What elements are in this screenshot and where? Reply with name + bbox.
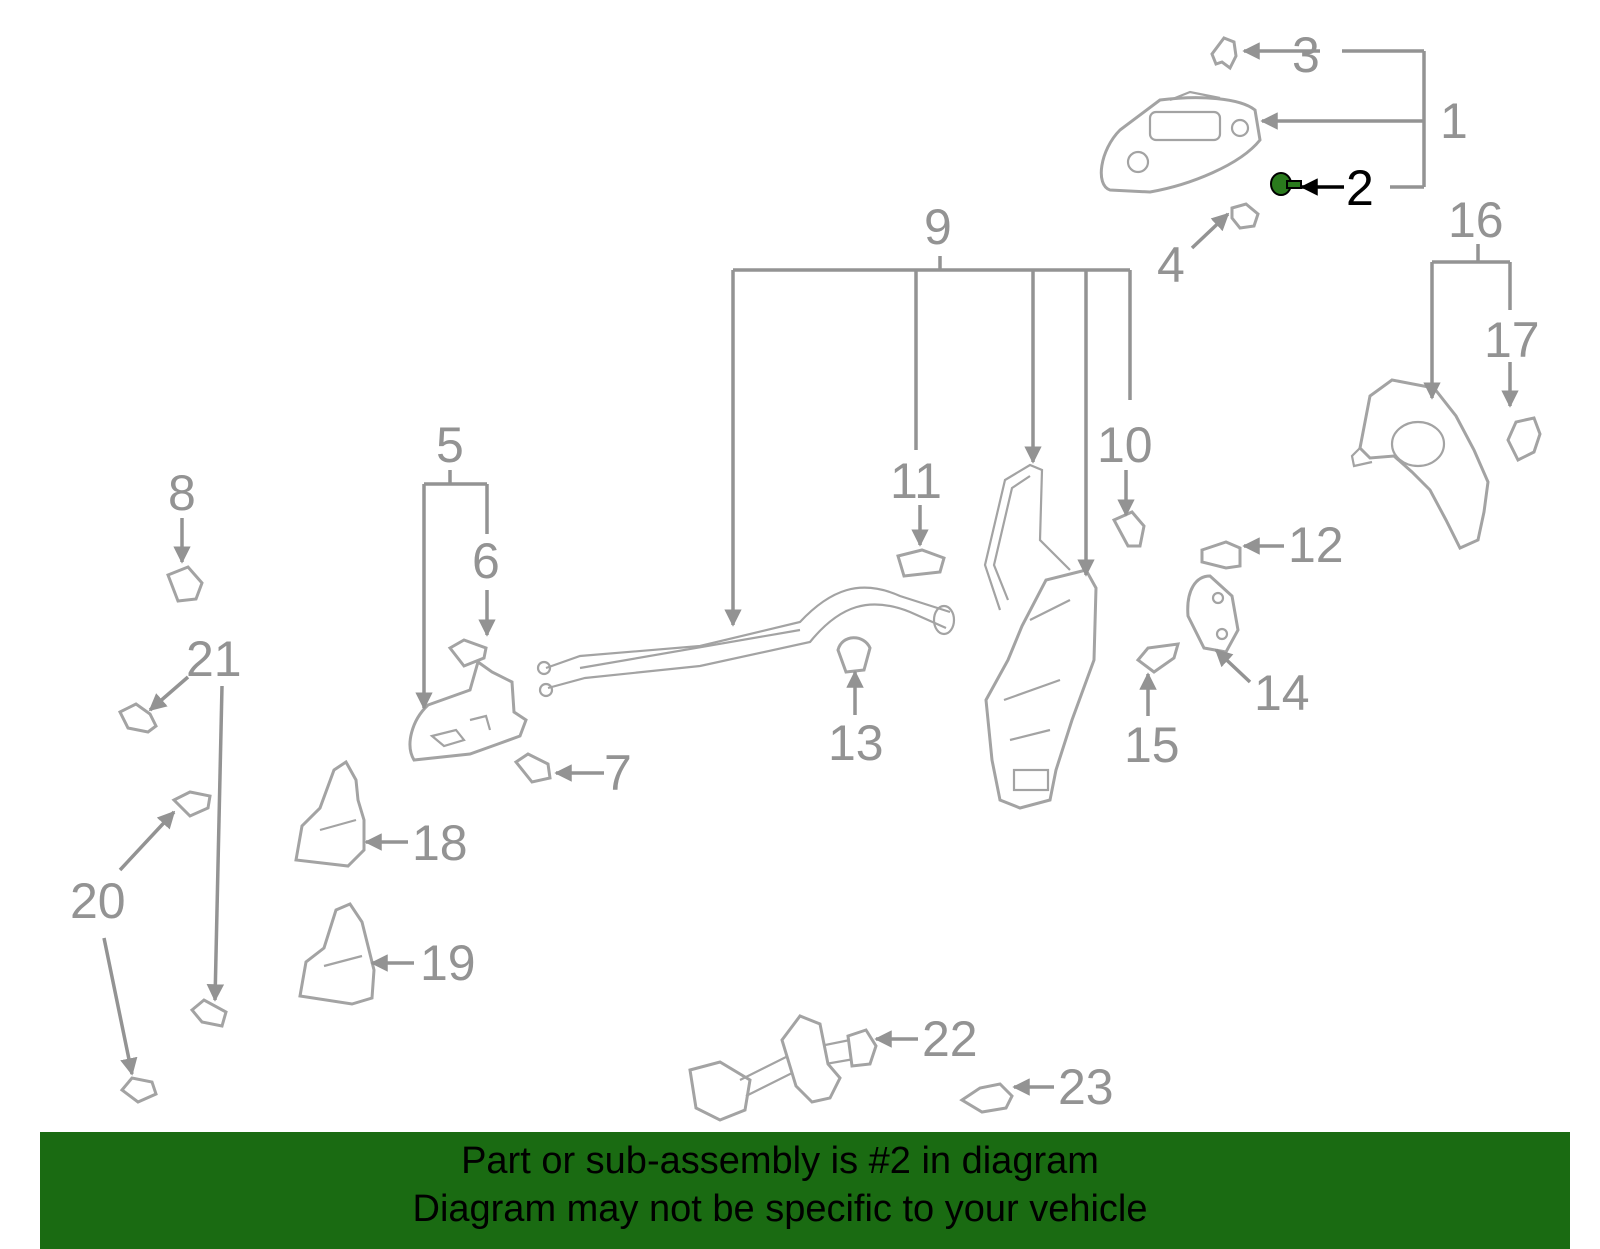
callout-2: 2 bbox=[1346, 160, 1374, 216]
callout-12: 12 bbox=[1288, 517, 1344, 573]
part-1-outside-handle bbox=[1099, 90, 1262, 194]
footer-line-2: Diagram may not be specific to your vehi… bbox=[412, 1188, 1148, 1230]
part-11-clip bbox=[896, 548, 946, 578]
footer-line-1: Part or sub-assembly is #2 in diagram bbox=[461, 1140, 1099, 1182]
leader-lines bbox=[102, 42, 1519, 1096]
part-5-inside-handle bbox=[408, 659, 528, 762]
part-lock-actuator bbox=[984, 568, 1098, 810]
callout-21: 21 bbox=[186, 631, 242, 687]
part-20-bolt-upper bbox=[171, 790, 212, 818]
callout-18: 18 bbox=[412, 815, 468, 871]
part-21-bolt-lower bbox=[189, 998, 228, 1028]
part-21-bolt bbox=[117, 702, 158, 734]
part-3-clip bbox=[1210, 36, 1238, 71]
callout-7: 7 bbox=[604, 745, 632, 801]
callout-11: 11 bbox=[890, 453, 942, 509]
part-22-door-check bbox=[688, 1014, 878, 1122]
callout-14: 14 bbox=[1254, 665, 1310, 721]
part-7-bumper bbox=[513, 752, 552, 784]
callout-6: 6 bbox=[472, 533, 500, 589]
callout-4: 4 bbox=[1157, 237, 1185, 293]
part-15-screw bbox=[1135, 642, 1181, 674]
callout-9: 9 bbox=[924, 199, 952, 255]
part-10-clip bbox=[1111, 510, 1146, 548]
callout-8: 8 bbox=[168, 465, 196, 521]
callout-10: 10 bbox=[1097, 417, 1153, 473]
part-8-clip bbox=[166, 565, 204, 603]
callout-13: 13 bbox=[828, 715, 884, 771]
part-9-cables bbox=[536, 586, 956, 698]
callout-20: 20 bbox=[70, 873, 126, 929]
part-20-bolt-lower bbox=[119, 1076, 158, 1104]
part-16-lock-cylinder bbox=[1350, 378, 1490, 550]
callout-labels: 3 1 2 4 9 16 17 5 10 11 8 6 12 21 14 13 … bbox=[70, 27, 1540, 1115]
part-2-highlighted bbox=[1270, 172, 1302, 196]
part-14-striker bbox=[1186, 574, 1240, 654]
part-19-hinge bbox=[298, 902, 376, 1006]
callout-15: 15 bbox=[1124, 717, 1180, 773]
callout-23: 23 bbox=[1058, 1059, 1114, 1115]
part-23-bolt bbox=[959, 1082, 1014, 1114]
part-6-screw bbox=[447, 638, 488, 668]
callout-16: 16 bbox=[1448, 192, 1504, 248]
footer-banner: Part or sub-assembly is #2 in diagram Di… bbox=[40, 1132, 1570, 1249]
callout-17: 17 bbox=[1484, 312, 1540, 368]
part-4-screw bbox=[1230, 202, 1260, 230]
callout-1: 1 bbox=[1440, 93, 1468, 149]
part-18-hinge bbox=[294, 759, 366, 868]
lock-rod bbox=[983, 463, 1071, 611]
callout-19: 19 bbox=[420, 935, 476, 991]
callout-22: 22 bbox=[922, 1011, 978, 1067]
part-12-screw bbox=[1200, 540, 1242, 570]
part-13-clip bbox=[836, 636, 872, 674]
callout-5: 5 bbox=[436, 417, 464, 473]
part-17-clip bbox=[1506, 416, 1542, 463]
callout-3: 3 bbox=[1292, 27, 1320, 83]
